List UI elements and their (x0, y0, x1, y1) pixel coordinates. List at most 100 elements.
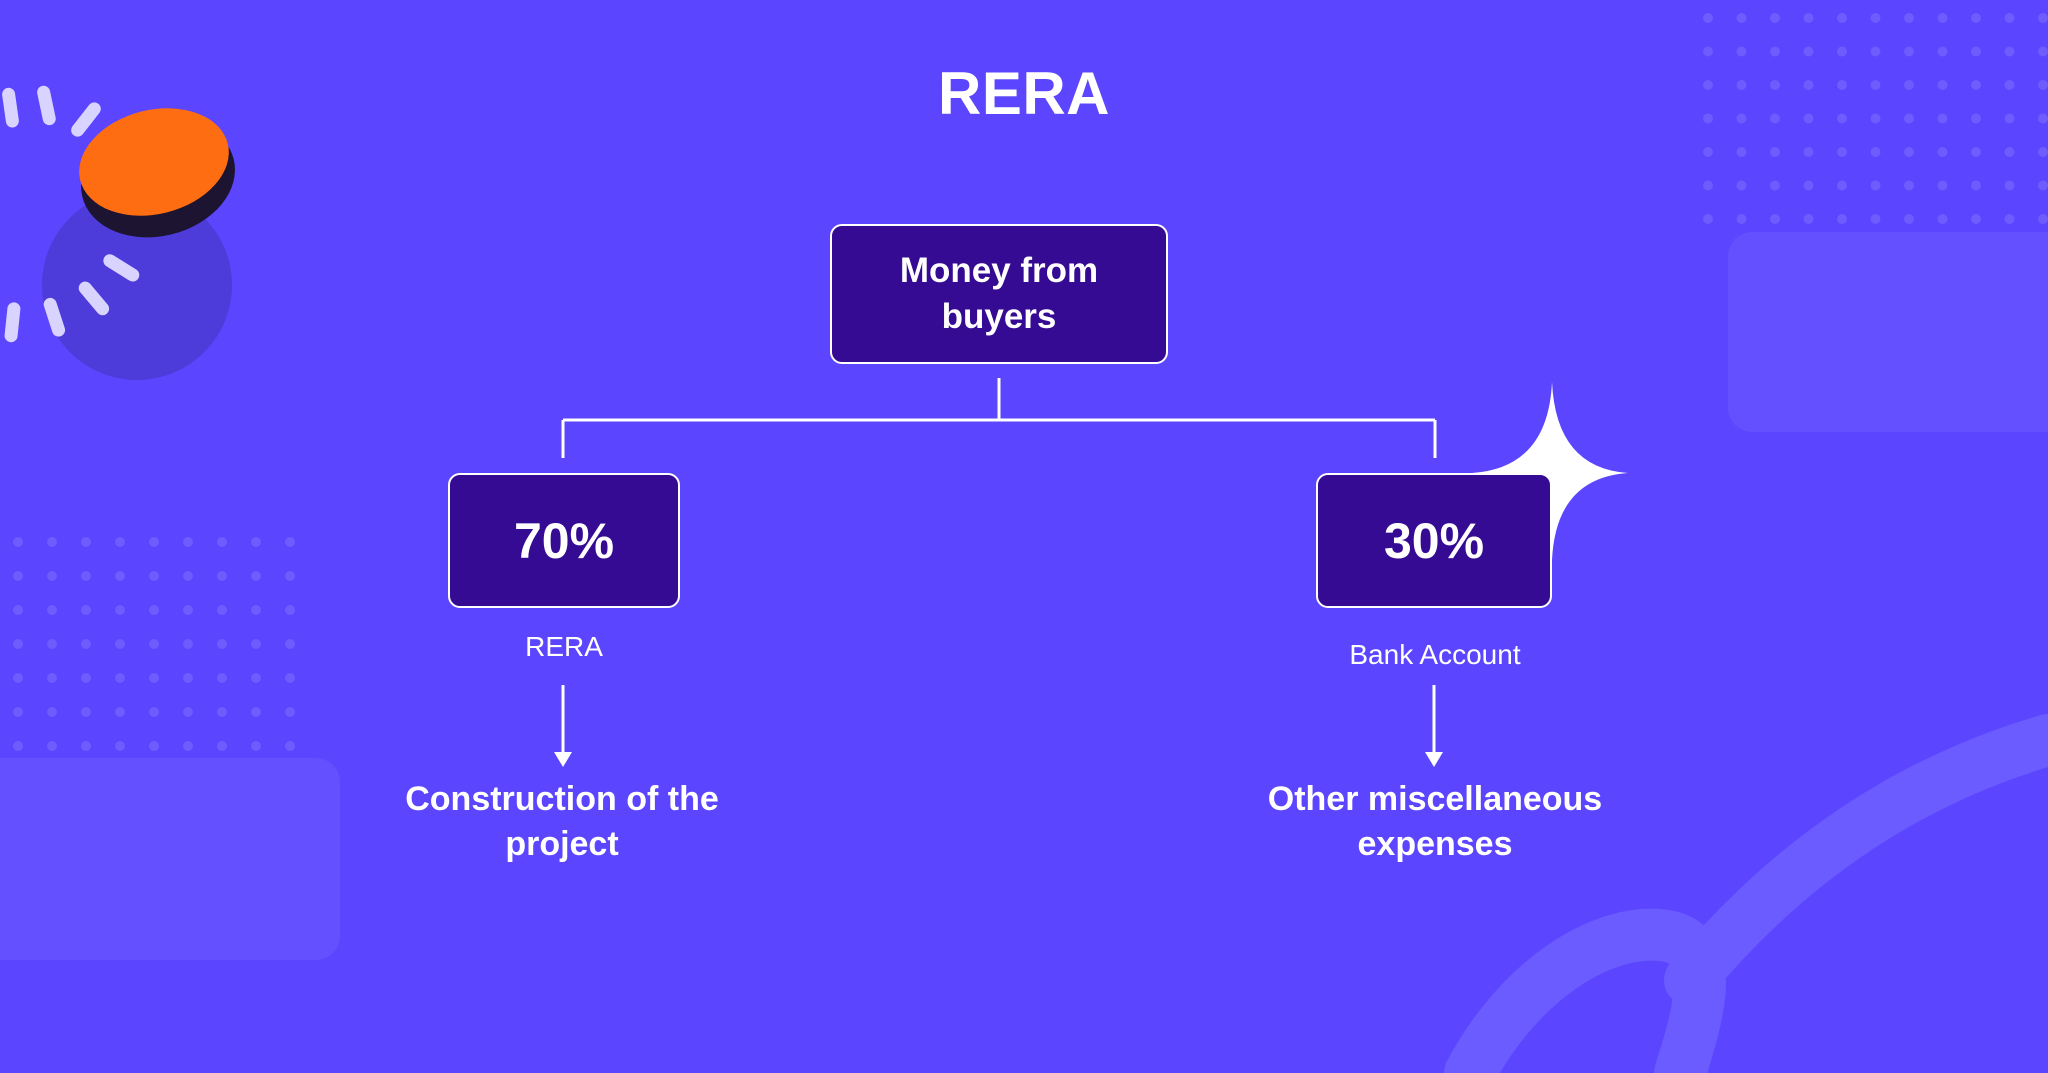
grid-dot (1937, 13, 1948, 23)
grid-dot (217, 605, 227, 615)
grid-dot (1904, 13, 1914, 23)
grid-dot (1770, 13, 1780, 23)
grid-dot (1837, 180, 1847, 191)
grid-dot (1870, 80, 1881, 90)
grid-dot (1971, 113, 1981, 124)
grid-dot (1870, 13, 1881, 23)
branch-use-right: Other miscellaneous expenses (1267, 780, 1603, 863)
grid-dot (149, 741, 159, 751)
grid-dot (183, 707, 193, 717)
grid-dot (149, 707, 159, 717)
grid-dot (47, 741, 57, 751)
grid-dot (1770, 147, 1780, 157)
grid-dot (1703, 180, 1713, 191)
grid-dot (217, 537, 227, 547)
grid-dot (1904, 80, 1914, 90)
branch-use-left: Construction of the project (405, 780, 719, 863)
grid-dot (285, 571, 295, 581)
grid-dot (47, 605, 57, 615)
grid-dot (2038, 180, 2048, 191)
grid-dot (285, 537, 295, 547)
grid-dot (1736, 113, 1747, 124)
grid-dot (1703, 46, 1713, 57)
grid-dot (1937, 214, 1948, 224)
grid-dot (2004, 13, 2015, 23)
grid-dot (149, 537, 159, 547)
branch-percent-right: 30% (1383, 512, 1485, 569)
page-title: RERA (937, 60, 1110, 127)
grid-dot (1703, 80, 1713, 90)
grid-dot (1971, 46, 1981, 57)
grid-dot (2038, 13, 2048, 23)
grid-dot (1904, 180, 1914, 191)
grid-dot (1971, 147, 1981, 157)
grid-dot (1937, 180, 1948, 191)
faint-panel-right (1728, 232, 2048, 432)
arrow-down-right (1425, 685, 1443, 767)
grid-dot (285, 605, 295, 615)
grid-dot (1736, 46, 1747, 57)
grid-dot (13, 537, 23, 547)
grid-dot (1904, 46, 1914, 57)
grid-dot (217, 639, 227, 649)
grid-dot (217, 571, 227, 581)
grid-dot (285, 741, 295, 751)
grid-dot (1937, 147, 1948, 157)
grid-dot (13, 707, 23, 717)
grid-dot (1803, 113, 1814, 124)
grid-dot (1770, 113, 1780, 124)
grid-dot (1736, 80, 1747, 90)
grid-dot (251, 537, 261, 547)
grid-dot (1904, 113, 1914, 124)
grid-dot (1703, 147, 1713, 157)
grid-dot (285, 707, 295, 717)
branch-box-right: 30% (1316, 473, 1552, 608)
grid-dot (251, 605, 261, 615)
grid-dot (285, 673, 295, 683)
grid-dot (1937, 113, 1948, 124)
grid-dot (2004, 147, 2015, 157)
grid-dot (81, 537, 91, 547)
grid-dot (1971, 180, 1981, 191)
grid-dot (2004, 214, 2015, 224)
grid-dot (115, 605, 125, 615)
grid-dot (2038, 80, 2048, 90)
grid-dot (1803, 13, 1814, 23)
branch-percent-left: 70% (513, 512, 615, 569)
grid-dot (149, 605, 159, 615)
grid-dot (81, 605, 91, 615)
grid-dot (47, 707, 57, 717)
grid-dot (1870, 113, 1881, 124)
swoosh-decoration (1444, 714, 2048, 1073)
grid-dot (251, 571, 261, 581)
grid-dot (183, 537, 193, 547)
branch-box-left: 70% (448, 473, 680, 608)
grid-dot (2004, 113, 2015, 124)
branch-account-left: RERA (525, 631, 603, 662)
grid-dot (81, 571, 91, 581)
grid-dot (149, 639, 159, 649)
grid-dot (1803, 180, 1814, 191)
grid-dot (217, 673, 227, 683)
grid-dot (1770, 80, 1780, 90)
grid-dot (183, 571, 193, 581)
grid-dot (2004, 80, 2015, 90)
grid-dot (1837, 46, 1847, 57)
connector-lines (561, 378, 1437, 458)
grid-dot (1803, 147, 1814, 157)
grid-dot (1870, 180, 1881, 191)
grid-dot (1770, 180, 1780, 191)
grid-dot (1870, 147, 1881, 157)
grid-dot (1971, 13, 1981, 23)
grid-dot (183, 673, 193, 683)
grid-dot (81, 639, 91, 649)
grid-dot (1971, 214, 1981, 224)
grid-dot (115, 537, 125, 547)
grid-dot (1870, 46, 1881, 57)
grid-dot (13, 605, 23, 615)
arrow-down-left (554, 685, 572, 767)
grid-dot (2004, 180, 2015, 191)
grid-dot (1937, 80, 1948, 90)
grid-dot (13, 571, 23, 581)
